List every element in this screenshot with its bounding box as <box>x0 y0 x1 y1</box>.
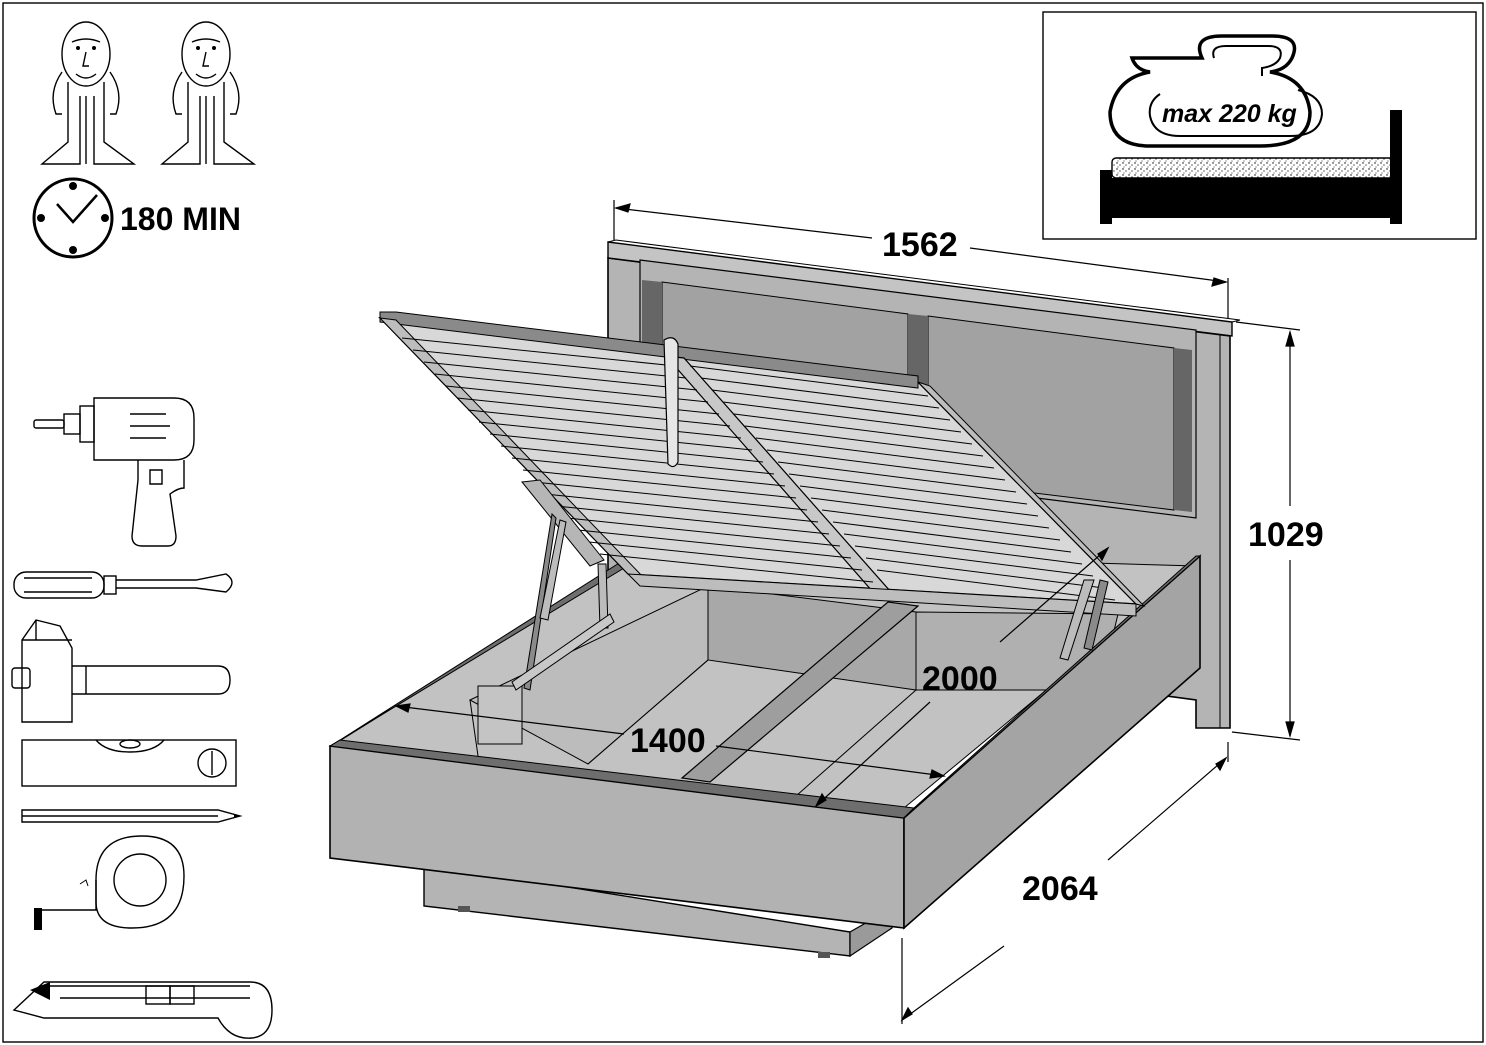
dimension-lines <box>394 200 1301 1024</box>
drill-icon <box>33 397 195 547</box>
dimension-inner-width-label: 1400 <box>630 722 706 760</box>
dimension-height-label: 1029 <box>1248 516 1324 554</box>
person-icon <box>40 21 137 165</box>
bed-illustration <box>328 239 1241 958</box>
time-label: 180 MIN <box>120 201 241 237</box>
clock-icon <box>32 177 114 259</box>
slats <box>401 337 1116 601</box>
weight-icon <box>1108 34 1324 148</box>
person-icon <box>160 21 257 165</box>
knife-icon <box>12 981 273 1039</box>
tape-measure-icon <box>34 835 185 930</box>
load-label: max 220 kg <box>1162 100 1297 128</box>
dimension-width-label: 1562 <box>882 226 958 264</box>
mattress-icon <box>1100 110 1402 224</box>
dimension-inner-length-label: 2000 <box>922 660 998 698</box>
pencil-icon <box>21 809 243 823</box>
hammer-icon <box>11 619 231 723</box>
dimension-length-label: 2064 <box>1022 870 1098 908</box>
level-icon <box>21 739 237 787</box>
screwdriver-icon <box>13 571 233 599</box>
